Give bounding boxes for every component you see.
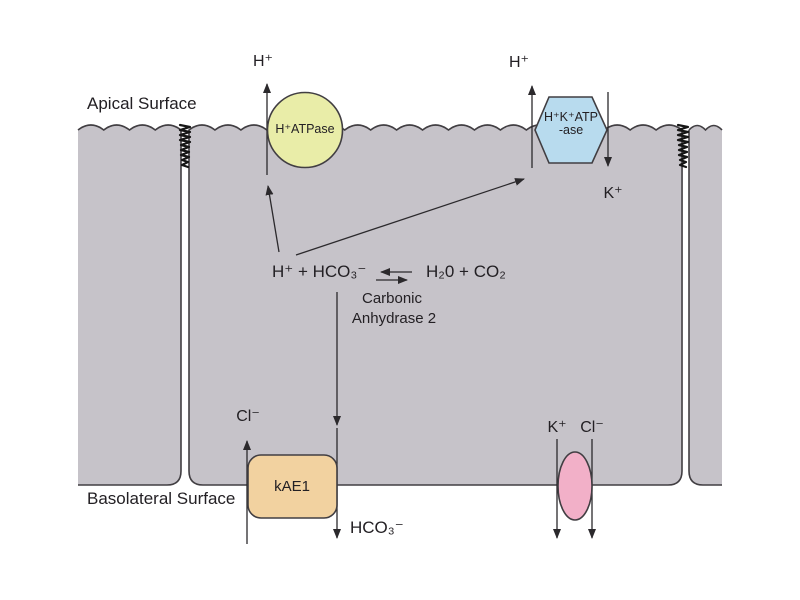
- kae1-exported-ion-label: HCO₃⁻: [350, 518, 404, 537]
- tight-junction-coils: [178, 123, 690, 169]
- main-cell-body: [189, 125, 683, 485]
- channel-cl-ion-label: Cl⁻: [580, 419, 604, 436]
- left-cell-outline: [77, 124, 182, 486]
- reaction-left-side: H⁺ + HCO₃⁻: [272, 262, 367, 281]
- proton-to-hkatpase-arrow: [295, 178, 525, 256]
- hk-atpase-label: H⁺K⁺ATP -ase: [544, 110, 598, 138]
- right-cell-outline: [688, 124, 723, 486]
- enzyme-label-line2: Anhydrase 2: [351, 310, 437, 327]
- right-cell-body: [689, 125, 722, 485]
- kae1-label: kAE1: [274, 478, 310, 495]
- apical-surface-label: Apical Surface: [87, 94, 197, 113]
- h-atpase-shape: [266, 91, 344, 169]
- hk-atpase-label-line2: -ase: [558, 123, 584, 138]
- basolateral-surface-label: Basolateral Surface: [87, 489, 236, 508]
- kae1-shape: [247, 454, 338, 519]
- hk-atpase-secreted-ion-label: H⁺: [509, 54, 529, 71]
- kcl-channel-shape: [557, 451, 593, 521]
- proton-to-atpase-arrow: [265, 185, 280, 253]
- left-cell-body: [78, 125, 181, 485]
- hk-atpase-label-line1: H⁺K⁺ATP: [544, 110, 598, 124]
- h-atpase-secreted-ion-label: H⁺: [253, 53, 273, 70]
- hk-atpase-shape: [534, 96, 608, 164]
- cell-bodies: [78, 125, 722, 485]
- reaction-right-side: H₂0 + CO₂: [426, 262, 506, 281]
- flux-arrows: [243, 83, 612, 544]
- tight-junction-coil-left: [178, 123, 192, 169]
- tight-junction-coil-right: [676, 123, 690, 169]
- enzyme-label-line1: Carbonic: [361, 290, 423, 307]
- h-atpase-label: H⁺ATPase: [275, 122, 335, 136]
- transporter-shapes: [247, 91, 608, 521]
- hk-atpase-absorbed-ion-label: K⁺: [603, 185, 623, 202]
- kae1-imported-ion-label: Cl⁻: [236, 408, 260, 425]
- channel-k-ion-label: K⁺: [547, 419, 567, 436]
